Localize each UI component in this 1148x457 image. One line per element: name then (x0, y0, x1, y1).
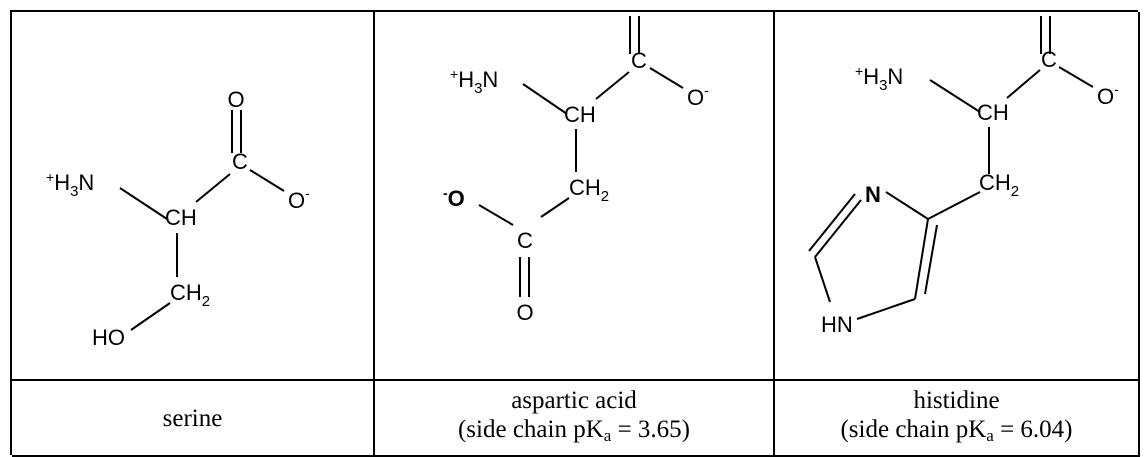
aspartic-acid-structure-cell: O +H3N C CH O- CH2 C -O O (375, 12, 775, 381)
serine-structure: O +H3N C CH O- CH2 HO (46, 87, 310, 350)
carbonyl-oxygen: O (626, 12, 643, 17)
side-chain-oxygen-minus: -O (443, 185, 465, 211)
carboxyl-carbon: C (232, 149, 248, 174)
bond-cb-ring (927, 191, 981, 220)
amine-group: +H3N (855, 63, 903, 94)
histidine-name: histidine (913, 387, 1000, 414)
bond-n-ca (119, 187, 168, 220)
histidine-structure: O +H3N C CH O- CH2 N HN (808, 12, 1119, 337)
ring-nitrogen: N (865, 182, 881, 207)
histidine-pka: (side chain pKa = 6.04) (840, 416, 1073, 445)
carboxylate-oxygen: O- (687, 82, 709, 110)
beta-carbon: CH2 (170, 280, 210, 310)
beta-carbon: CH2 (979, 170, 1019, 200)
bond-ring-c4-c5-double (924, 224, 938, 295)
histidine-structure-cell: O +H3N C CH O- CH2 N HN (775, 12, 1140, 381)
carboxylate-oxygen: O- (288, 185, 310, 213)
carboxylate-oxygen: O- (1097, 81, 1119, 109)
bond-ring-c4-n3 (885, 191, 929, 220)
histidine-caption-cell: histidine (side chain pKa = 6.04) (775, 381, 1140, 457)
bond-c-o-single (249, 169, 285, 192)
hydroxyl-group: HO (92, 325, 125, 350)
bond-cb-oh (130, 302, 171, 331)
aspartic-acid-pka: (side chain pKa = 3.65) (457, 416, 691, 445)
bond-n-ca (929, 79, 981, 113)
bond-ca-c (1006, 69, 1041, 99)
bond-ring-n1-c5 (856, 298, 916, 320)
bond-ring-c2-n1 (814, 256, 831, 303)
aspartic-acid-structure: O +H3N C CH O- CH2 C -O O (443, 12, 709, 325)
side-chain-carbon: C (517, 228, 533, 253)
alpha-carbon: CH (165, 205, 197, 230)
ring-nh-group: HN (821, 312, 853, 337)
alpha-carbon: CH (977, 100, 1009, 125)
amine-group: +H3N (450, 66, 498, 97)
serine-structure-cell: O +H3N C CH O- CH2 HO (12, 12, 375, 381)
alpha-carbon: CH (564, 102, 596, 127)
bond-c-o-minus (478, 204, 514, 226)
aspartic-acid-caption-cell: aspartic acid (side chain pKa = 3.65) (375, 381, 775, 457)
amino-acid-table: O +H3N C CH O- CH2 HO (10, 10, 1140, 457)
bond-c-o-single (1058, 66, 1094, 88)
bond-c-o-single (649, 67, 684, 89)
bond-ring-n3-c2 (814, 199, 862, 258)
serine-name: serine (162, 404, 223, 432)
beta-carbon: CH2 (569, 175, 609, 205)
carboxyl-carbon: C (1041, 47, 1057, 72)
carbonyl-oxygen: O (227, 87, 244, 112)
bond-ring-n3-c2-double (808, 193, 856, 252)
bond-ca-c (195, 173, 231, 203)
bond-ca-c (595, 71, 630, 100)
serine-caption-cell: serine (12, 381, 375, 457)
amine-group: +H3N (46, 169, 94, 200)
bond-cb-c (540, 197, 570, 218)
carbonyl-oxygen: O (1037, 12, 1054, 17)
bond-ring-c4-c5 (914, 218, 929, 300)
carboxyl-carbon: C (631, 48, 647, 73)
aspartic-acid-name: aspartic acid (511, 387, 637, 414)
bond-n-ca (522, 83, 568, 115)
side-chain-carbonyl-oxygen: O (516, 300, 533, 325)
